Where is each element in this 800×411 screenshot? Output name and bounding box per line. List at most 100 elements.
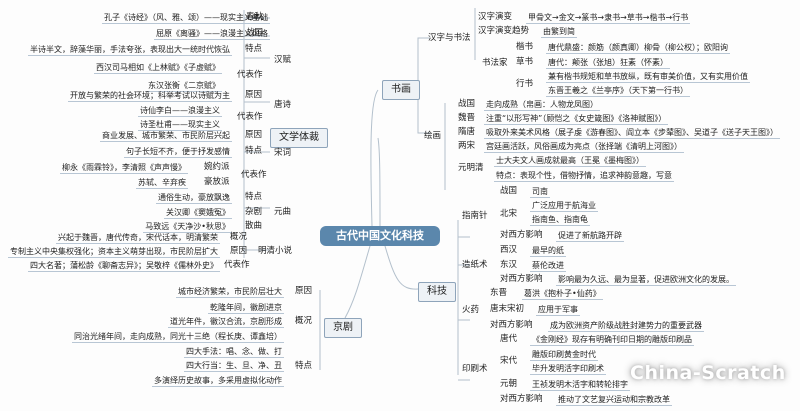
yuanqu-feature: 通俗生动，豪放飘逸 — [156, 193, 232, 204]
gunpowder-west-label[interactable]: 对西方影响 — [490, 320, 533, 330]
compass-beisong-label[interactable]: 北宋 — [500, 209, 518, 219]
hanfu-work-1: 西汉司马相如《上林赋》《子虚赋》 — [94, 63, 222, 74]
watermark: China-Scratch — [630, 362, 786, 384]
tangshi-work-2: 诗圣杜甫——现实主义 — [138, 120, 222, 131]
masters-label[interactable]: 书法家 — [482, 58, 508, 68]
printing-song-label[interactable]: 宋代 — [500, 356, 518, 366]
songci-haofang-label[interactable]: 豪放派 — [204, 177, 230, 187]
compass-label[interactable]: 指南针 — [462, 211, 488, 221]
mingqing-label[interactable]: 明清小说 — [258, 246, 293, 256]
mingqing-works: 四大名著；蒲松龄《聊斋志异》；吴敬梓《儒林外史》 — [28, 261, 220, 272]
zhanguo-text: 屈原《离骚》——浪漫主义风格 — [154, 29, 270, 40]
paper-donghan-label[interactable]: 东汉 — [500, 260, 518, 270]
printing-tang-text: 《金刚经》现存有明确刊印日期的雕版印刷品 — [530, 335, 694, 346]
mingqing-cause: 专制主义中央集权强化；资本主义萌芽出现，市民阶层扩大 — [8, 247, 220, 258]
opera-feature-label[interactable]: 特点 — [295, 361, 313, 371]
mingqing-cause-label[interactable]: 原因 — [230, 246, 248, 256]
printing-yuan-label[interactable]: 元朝 — [500, 379, 518, 389]
zhanguo-label[interactable]: 战国 — [246, 28, 264, 38]
tangshi-cause-label[interactable]: 原因 — [245, 90, 263, 100]
branch-art[interactable]: 书画 — [382, 80, 420, 100]
opera-overview-2: 道光年件，徽汉合流，京剧形成 — [168, 317, 284, 328]
yuanmingqing-label[interactable]: 元明清 — [458, 163, 484, 173]
tangshi-works-label[interactable]: 代表作 — [237, 112, 263, 122]
evolution-label[interactable]: 汉字演变 — [478, 12, 513, 22]
paper-west-label[interactable]: 对西方影响 — [500, 274, 543, 284]
songci-wanyue-label[interactable]: 婉约派 — [204, 162, 230, 172]
printing-label[interactable]: 印刷术 — [462, 364, 488, 374]
opera-cause-label[interactable]: 原因 — [295, 286, 313, 296]
mingqing-overview-label[interactable]: 概况 — [230, 232, 248, 242]
paper-west-text: 影响最为久远、最为显著，促进欧洲文化的发展。 — [556, 275, 736, 286]
mingqing-overview: 兴起于魏晋，唐代传奇，宋代话本，明清繁荣 — [56, 233, 220, 244]
yuanqu-label[interactable]: 元曲 — [274, 207, 292, 217]
opera-overview-label[interactable]: 概况 — [295, 316, 313, 326]
paper-label[interactable]: 造纸术 — [462, 260, 488, 270]
calligraphy-label[interactable]: 汉字与书法 — [428, 33, 471, 43]
songci-works-label[interactable]: 代表作 — [241, 170, 267, 180]
tangshi-cause: 开放与繁荣的社会环境；科举考试以诗赋为主 — [68, 91, 232, 102]
compass-west-text: 促进了新航路开辟 — [556, 231, 624, 242]
painting-item-4-text: 宫廷画活跃，风俗画成为亮点（张择端《清明上河图》） — [484, 142, 684, 153]
chunqiu-label[interactable]: 春秋 — [246, 12, 264, 22]
branch-opera-title: 京剧 — [333, 322, 353, 333]
songci-haofang: 苏轼、辛弃疾 — [136, 178, 188, 189]
compass-zhanguo-label[interactable]: 战国 — [500, 186, 518, 196]
hanfu-feature-label[interactable]: 特点 — [245, 44, 263, 54]
printing-west-label[interactable]: 对西方影响 — [500, 394, 543, 404]
evolution-text: 甲骨文→金文→篆书→隶书→草书→楷书→行书 — [526, 13, 691, 24]
opera-cause: 城市经济繁荣，市民阶层壮大 — [176, 287, 284, 298]
central-topic[interactable]: 古代中国文化科技 — [320, 226, 440, 246]
tangshi-label[interactable]: 唐诗 — [274, 100, 292, 110]
gunpowder-dongjin-label[interactable]: 东晋 — [490, 288, 508, 298]
mingqing-works-label[interactable]: 代表作 — [224, 260, 250, 270]
branch-opera[interactable]: 京剧 — [324, 318, 362, 338]
painting-item-3-label[interactable]: 隋唐 — [458, 127, 476, 137]
painting-item-4-label[interactable]: 两宋 — [458, 141, 476, 151]
painting-item-1-label[interactable]: 战国 — [458, 99, 476, 109]
printing-song-1: 雕版印刷黄金时代 — [530, 350, 598, 361]
printing-tang-label[interactable]: 唐代 — [500, 334, 518, 344]
yuanqu-feature-label[interactable]: 特点 — [245, 192, 263, 202]
painting-label[interactable]: 绘画 — [424, 131, 442, 141]
xing-label[interactable]: 行书 — [516, 79, 534, 89]
trend-label[interactable]: 汉字演变趋势 — [478, 26, 530, 36]
songci-feature-label[interactable]: 特点 — [245, 146, 263, 156]
compass-beisong-2: 指南鱼、指南龟 — [530, 215, 590, 226]
gunpowder-dongjin-text: 葛洪《抱朴子•仙药》 — [522, 289, 603, 300]
yuanqu-zaju-label[interactable]: 杂剧 — [245, 207, 263, 217]
xing-text-1: 兼有楷书规矩和草书放纵，既有审美价值，又有实用价值 — [546, 72, 750, 83]
hanfu-works-label[interactable]: 代表作 — [237, 70, 263, 80]
printing-west-text: 推动了文艺复兴运动和宗教改革 — [556, 395, 672, 406]
branch-literature[interactable]: 文学体裁 — [270, 128, 328, 148]
paper-xihan-label[interactable]: 西汉 — [500, 245, 518, 255]
painting-item-1-text: 走向成熟（帛画：人物龙凤图） — [484, 100, 600, 111]
songci-cause-label[interactable]: 原因 — [245, 130, 263, 140]
compass-west-label[interactable]: 对西方影响 — [500, 230, 543, 240]
painting-item-3-text: 吸取外来美术风格（展子虔《游春图》、阎立本《步辇图》、吴道子《送子天王图》） — [484, 128, 780, 139]
hanfu-label[interactable]: 汉赋 — [274, 55, 292, 65]
kai-label[interactable]: 楷书 — [516, 42, 534, 52]
chunqiu-text: 孔子《诗经》（风、雅、颂）——现实主义基础 — [102, 13, 270, 24]
painting-item-2-label[interactable]: 魏晋 — [458, 113, 476, 123]
songci-label[interactable]: 宋词 — [274, 148, 292, 158]
opera-feature-3: 多演绎历史故事，多采用虚拟化动作 — [152, 376, 284, 387]
tangshi-work-1: 诗仙李白——浪漫主义 — [138, 106, 222, 117]
branch-tech[interactable]: 科技 — [418, 282, 456, 302]
yuanqu-sanqu-label[interactable]: 散曲 — [245, 221, 263, 231]
branch-art-title: 书画 — [391, 84, 411, 95]
cao-text: 唐代：颠张（张旭）狂素（怀素） — [546, 58, 670, 69]
gunpowder-label[interactable]: 火药 — [462, 305, 480, 315]
songci-wanyue: 柳永《雨霖铃》，李清照《声声慢》 — [60, 163, 188, 174]
compass-beisong-1: 广泛应用于航海业 — [530, 201, 598, 212]
opera-overview-3: 同治光绪年间，走向成熟，同光十三绝（程长庚、谭鑫培） — [72, 332, 284, 343]
compass-zhanguo-text: 司南 — [530, 187, 550, 198]
kai-text: 唐代鼎盛：颜筋（颜真卿）柳骨（柳公权）；欧阳询 — [546, 43, 730, 54]
paper-donghan-text: 蔡伦改进 — [530, 261, 566, 272]
cao-label[interactable]: 草书 — [516, 57, 534, 67]
songci-feature: 句子长短不齐，便于抒发感情 — [124, 147, 232, 158]
opera-overview-1: 乾隆年间，徽剧进京 — [208, 303, 284, 314]
gunpowder-tang-label[interactable]: 唐末宋初 — [490, 304, 525, 314]
xing-text-2: 东晋王羲之《兰亭序》（天下第一行书） — [546, 86, 690, 97]
hanfu-feature: 半诗半文，辞藻华丽，手法夸张，表现出大一统时代恢弘 — [28, 45, 232, 56]
